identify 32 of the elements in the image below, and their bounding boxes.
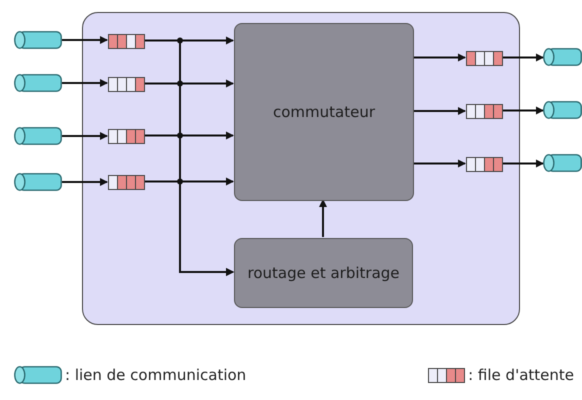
arrow (62, 36, 108, 44)
arrow (413, 54, 466, 62)
communication-link-cylinder (14, 74, 62, 92)
queue-symbol (108, 175, 145, 190)
communication-link-cylinder (14, 31, 62, 49)
queue-symbol (108, 34, 145, 49)
communication-link-cylinder (543, 48, 582, 66)
process-box (234, 23, 414, 201)
queue-symbol (466, 51, 503, 66)
arrow (413, 107, 466, 115)
communication-link-cylinder (543, 101, 582, 119)
legend-label: : file d'attente (468, 365, 574, 386)
communication-link-cylinder (14, 173, 62, 191)
queue-symbol (466, 104, 503, 119)
communication-link-cylinder (543, 154, 582, 172)
box-label: commutateur (272, 102, 375, 123)
communication-link-cylinder (14, 127, 62, 145)
arrow (62, 79, 108, 87)
arrow (502, 106, 544, 114)
box-label: routage et arbitrage (247, 263, 400, 284)
queue-symbol (466, 157, 503, 172)
queue-symbol (108, 129, 145, 144)
arrow (62, 132, 108, 140)
router-frame (82, 12, 520, 325)
arrow (502, 160, 544, 168)
queue-symbol (108, 77, 145, 92)
arrow (319, 199, 327, 237)
legend-label: : lien de communication (65, 365, 246, 386)
arrow (502, 54, 544, 62)
arrow (62, 178, 108, 186)
process-box (234, 238, 413, 308)
arrow (413, 160, 466, 168)
